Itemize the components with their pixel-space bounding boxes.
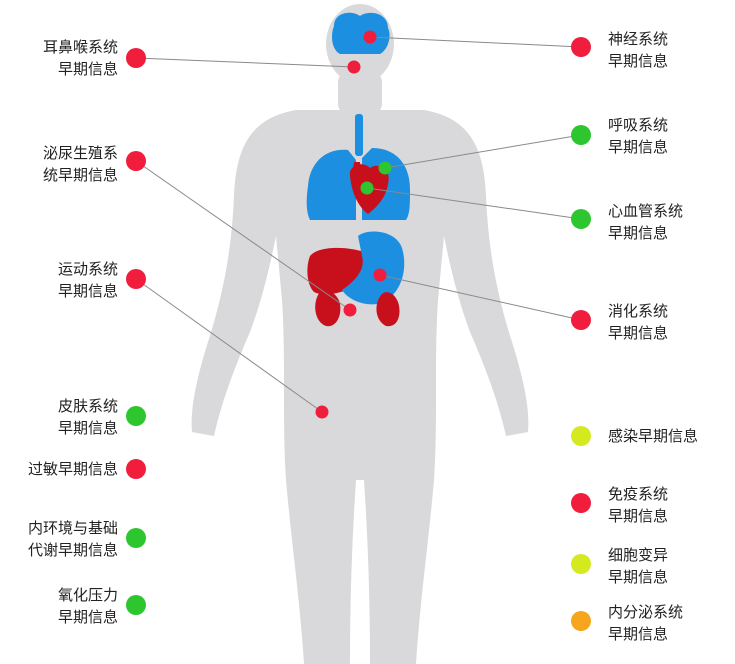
liver-organ: [307, 247, 364, 295]
system-label-oxidative: 氧化压力早期信息: [58, 584, 118, 628]
system-label-line: 内环境与基础: [27, 519, 118, 537]
organ-marker-nervous: [363, 30, 377, 44]
system-label-line: 神经系统: [608, 30, 669, 48]
system-label-endocrine: 内分泌系统早期信息: [608, 601, 683, 645]
organ-marker-ent: [347, 60, 361, 74]
system-label-digestive: 消化系统早期信息: [608, 300, 668, 344]
organ-marker-digestive: [373, 268, 387, 282]
system-label-motor: 运动系统早期信息: [58, 258, 118, 302]
left-kidney-organ: [315, 290, 341, 327]
status-dot-immune: [571, 493, 591, 513]
status-dot-respiratory: [571, 125, 591, 145]
system-label-urogenital: 泌尿生殖系统早期信息: [43, 142, 118, 186]
system-label-infection: 感染早期信息: [608, 425, 698, 447]
leader-line-digestive: [379, 274, 582, 321]
status-dot-cardio: [571, 209, 591, 229]
system-label-line: 早期信息: [608, 52, 669, 70]
system-label-line: 耳鼻喉系统: [42, 38, 118, 56]
status-dot-skin: [126, 406, 146, 426]
system-label-line: 消化系统: [608, 302, 669, 320]
system-label-line: 早期信息: [608, 507, 669, 525]
leader-line-nervous: [369, 36, 582, 48]
organ-marker-cardio: [360, 181, 374, 195]
status-dot-cell: [571, 554, 591, 574]
system-label-cell: 细胞变异早期信息: [608, 544, 668, 588]
system-label-line: 早期信息: [608, 224, 669, 242]
system-label-line: 早期信息: [608, 138, 669, 156]
system-label-ent: 耳鼻喉系统早期信息: [43, 36, 118, 80]
status-dot-allergy: [126, 459, 146, 479]
system-label-nervous: 神经系统早期信息: [608, 28, 668, 72]
system-label-line: 皮肤系统: [57, 397, 118, 415]
system-label-skin: 皮肤系统早期信息: [58, 395, 118, 439]
status-dot-metabolism: [126, 528, 146, 548]
leader-line-motor: [135, 278, 323, 413]
organ-markers: [315, 30, 392, 419]
system-label-line: 细胞变异: [608, 546, 669, 564]
leader-lines: [135, 36, 582, 413]
status-dot-infection: [571, 426, 591, 446]
system-label-line: 心血管系统: [608, 202, 684, 220]
right-kidney-organ: [376, 292, 400, 327]
system-label-line: 呼吸系统: [608, 116, 669, 134]
system-label-immune: 免疫系统早期信息: [608, 483, 668, 527]
system-label-respiratory: 呼吸系统早期信息: [608, 114, 668, 158]
status-dot-ent: [126, 48, 146, 68]
organ-marker-respiratory: [378, 161, 392, 175]
system-label-line: 早期信息: [608, 324, 669, 342]
system-label-line: 感染早期信息: [608, 427, 699, 445]
system-label-line: 早期信息: [57, 608, 118, 626]
brain-organ: [332, 12, 390, 55]
organ-marker-motor: [315, 405, 329, 419]
system-label-line: 代谢早期信息: [27, 541, 118, 559]
system-label-line: 泌尿生殖系: [42, 144, 118, 162]
system-label-metabolism: 内环境与基础代谢早期信息: [28, 517, 118, 561]
system-label-line: 氧化压力: [57, 586, 118, 604]
status-dot-digestive: [571, 310, 591, 330]
status-dot-endocrine: [571, 611, 591, 631]
organ-marker-urogenital: [343, 303, 357, 317]
system-label-line: 早期信息: [57, 419, 118, 437]
aorta-organ: [352, 162, 362, 176]
leader-line-ent: [135, 57, 355, 68]
status-dot-motor: [126, 269, 146, 289]
status-dot-nervous: [571, 37, 591, 57]
system-label-cardio: 心血管系统早期信息: [608, 200, 683, 244]
stomach-organ: [342, 231, 405, 305]
status-dot-urogenital: [126, 151, 146, 171]
body-silhouette: [191, 4, 529, 664]
left-lung-organ: [306, 149, 356, 220]
system-label-line: 早期信息: [57, 282, 118, 300]
system-label-line: 早期信息: [608, 568, 669, 586]
organs: [306, 12, 410, 327]
leader-line-urogenital: [135, 160, 351, 311]
system-label-line: 统早期信息: [42, 166, 118, 184]
system-label-line: 过敏早期信息: [27, 460, 118, 478]
trachea-organ: [355, 114, 363, 156]
system-label-line: 内分泌系统: [608, 603, 684, 621]
leader-line-cardio: [366, 187, 582, 220]
system-label-line: 免疫系统: [608, 485, 669, 503]
system-label-line: 早期信息: [57, 60, 118, 78]
leader-line-respiratory: [384, 134, 582, 169]
system-label-line: 早期信息: [608, 625, 669, 643]
system-label-line: 运动系统: [57, 260, 118, 278]
status-dot-oxidative: [126, 595, 146, 615]
system-label-allergy: 过敏早期信息: [28, 458, 118, 480]
